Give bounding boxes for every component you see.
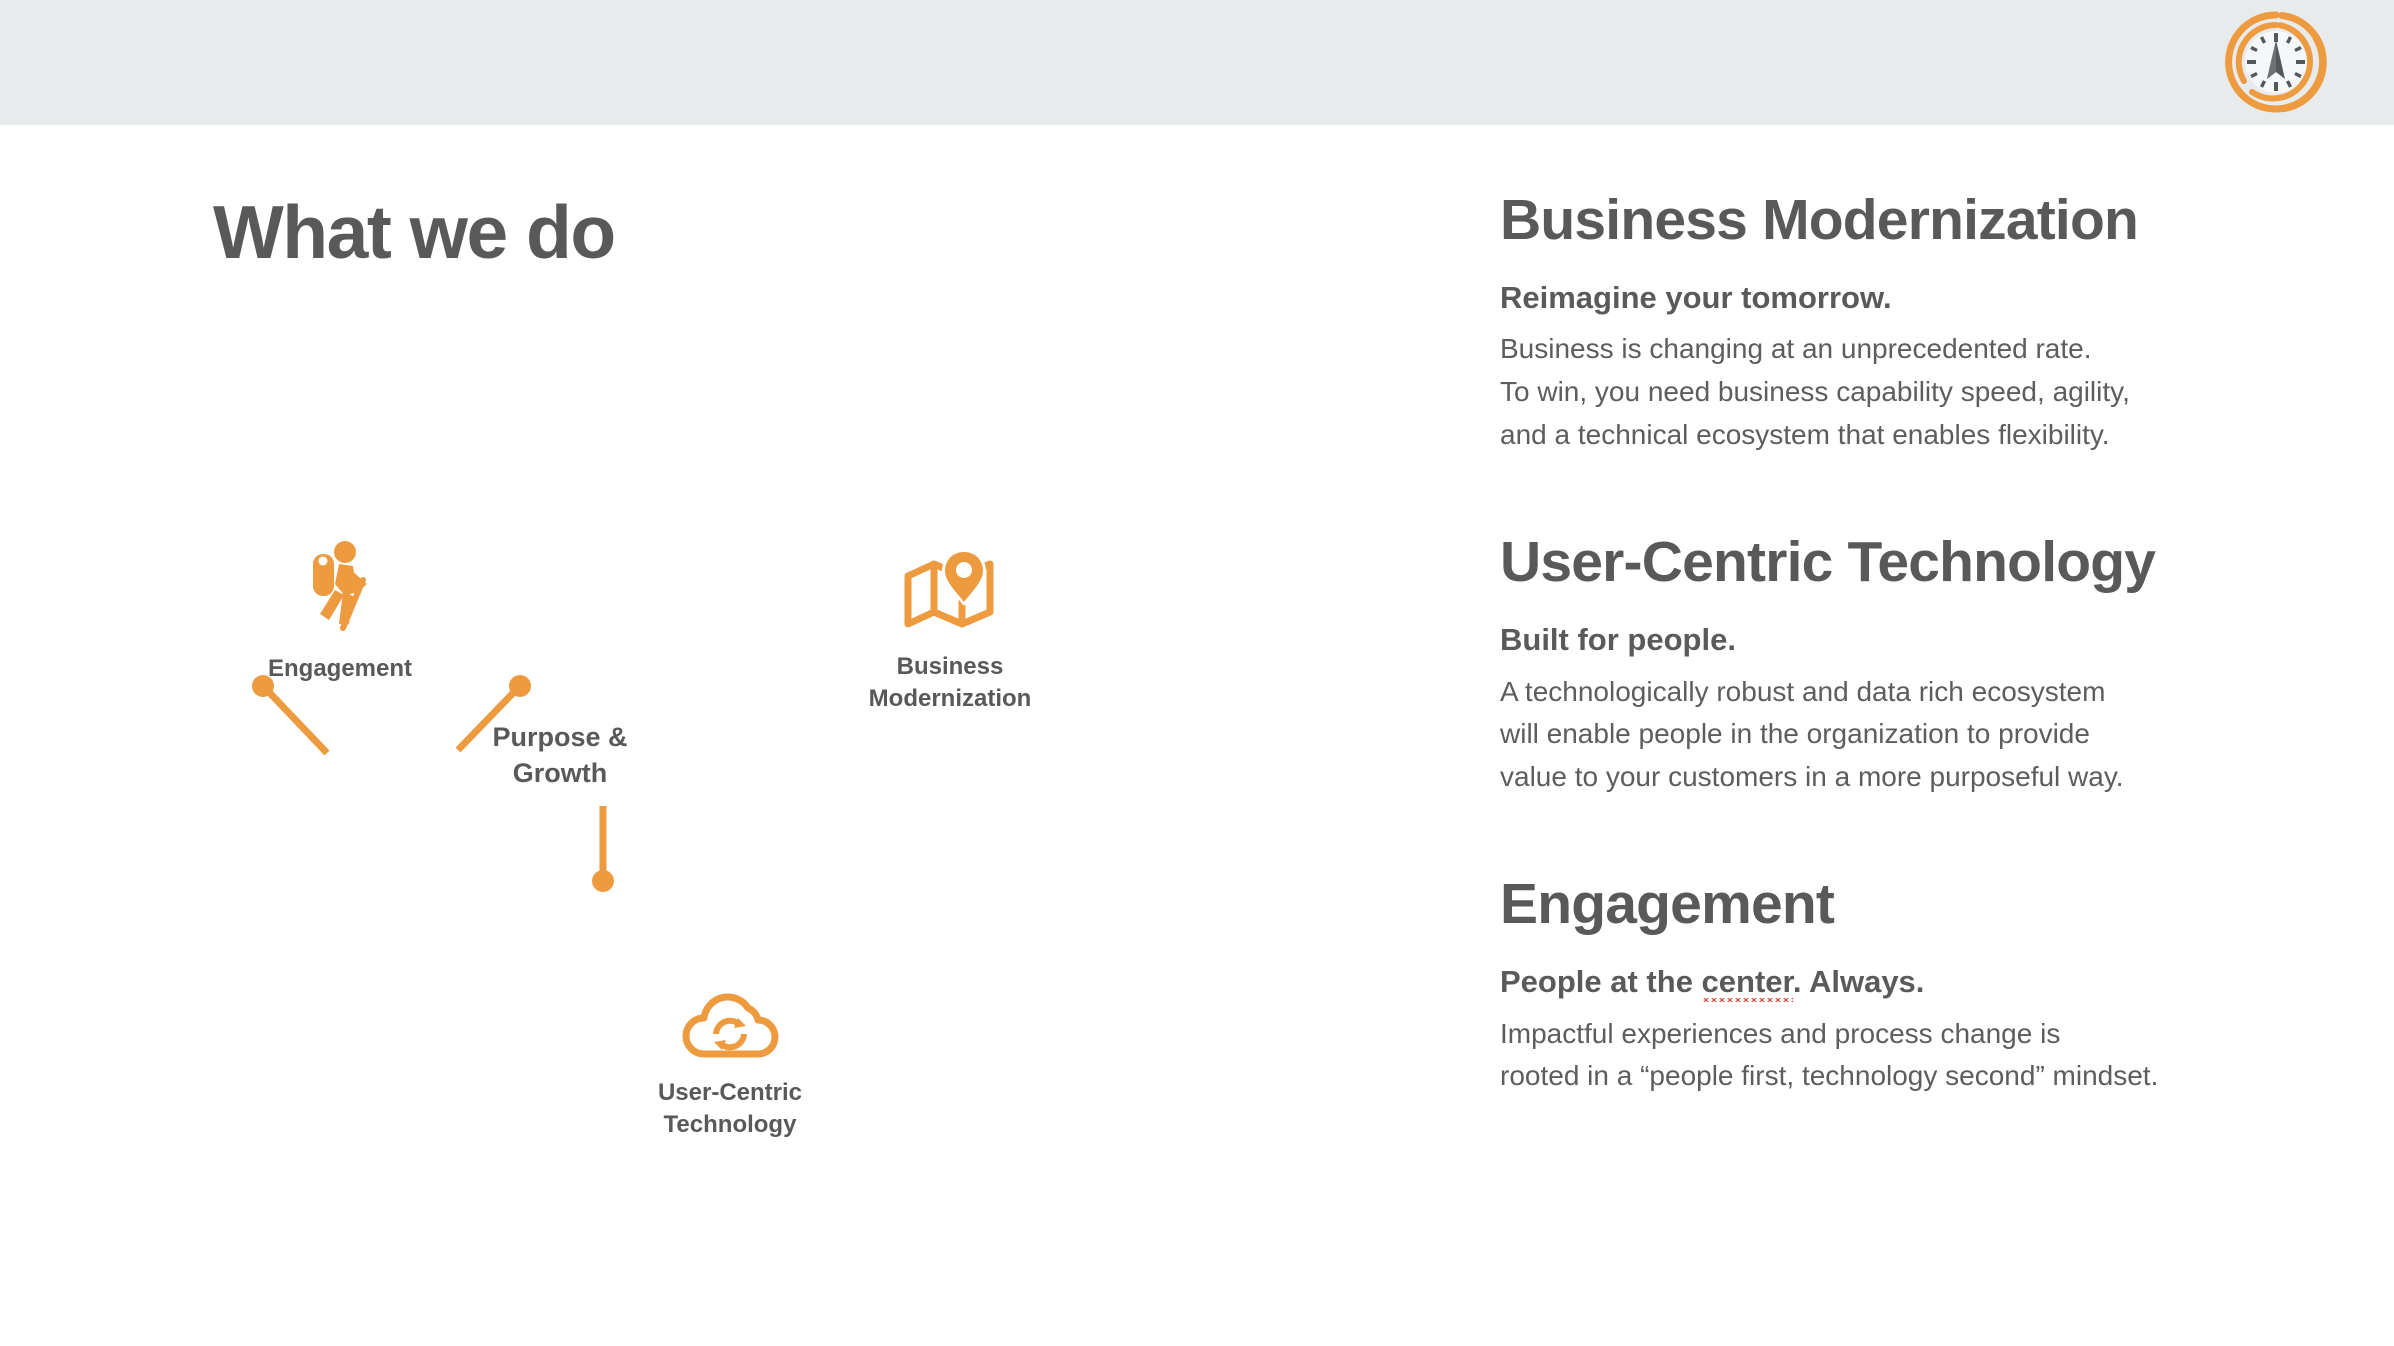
connector-dot-engagement [252,675,274,697]
section-lead-suffix: . Always. [1792,963,1925,999]
diagram-node-business[interactable]: Business Modernization [820,550,1080,715]
section-body-line: and a technical ecosystem that enables f… [1500,418,2110,450]
section-body-line: value to your customers in a more purpos… [1500,760,2124,792]
connector-business [455,687,519,753]
cloud-sync-icon [610,990,850,1067]
section-body-line: rooted in a “people first, technology se… [1500,1060,2159,1092]
section-business-modernization: Business Modernization Reimagine your to… [1500,188,2360,456]
diagram-connectors [252,675,614,892]
diagram-node-label-business: Business Modernization [868,653,1032,712]
diagram-node-label-engagement: Engagement [267,655,413,682]
section-lead: Built for people. [1500,621,1736,657]
section-lead: People at the center. Always. [1500,960,2360,1005]
spellcheck-misspelled-word[interactable]: center [1701,963,1793,1002]
what-we-do-diagram: Engagement Business Modernization [120,540,1320,1260]
section-body-line: A technologically robust and data rich e… [1500,675,2106,707]
diagram-hub-label: Purpose & Growth [492,722,628,788]
diagram-node-label-usercentric: User-Centric Technology [657,1079,803,1138]
section-title: Business Modernization [1500,188,2139,252]
compass-logo-icon [2225,11,2327,113]
section-title: Engagement [1500,872,1835,937]
compass-logo [2222,8,2330,116]
content-column: Business Modernization Reimagine your to… [1500,188,2360,1098]
section-body-line: Impactful experiences and process change… [1500,1017,2061,1049]
connector-engagement [264,687,330,756]
map-pin-icon [820,550,1080,641]
diagram-node-engagement[interactable]: Engagement [220,540,460,685]
connector-dot-usercentric [592,870,614,892]
section-lead-prefix: People at the [1500,963,1702,999]
section-body-line: To win, you need business capability spe… [1500,376,2130,408]
header-band [0,0,2394,125]
section-body-line: Business is changing at an unprecedented… [1500,333,2092,365]
section-engagement: Engagement People at the center. Always.… [1500,874,2360,1098]
section-title: User-Centric Technology [1500,530,2156,595]
connector-dot-business [509,675,531,697]
diagram-node-usercentric[interactable]: User-Centric Technology [610,990,850,1141]
page-title: What we do [213,190,616,274]
section-user-centric-technology: User-Centric Technology Built for people… [1500,532,2360,798]
section-body-line: will enable people in the organization t… [1500,718,2090,750]
section-lead: Reimagine your tomorrow. [1500,279,1892,315]
hiker-icon [220,540,460,643]
